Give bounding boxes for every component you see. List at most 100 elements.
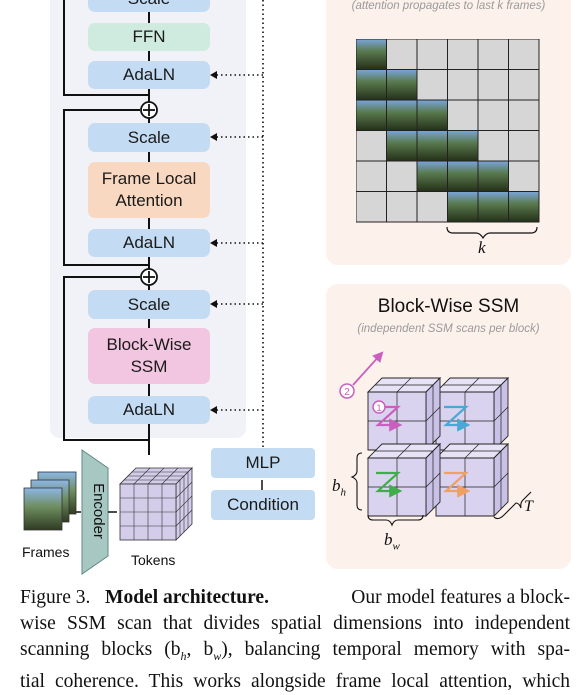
mlp-block: MLP	[211, 448, 315, 478]
scale-label: Scale	[128, 0, 171, 10]
mlp-label: MLP	[245, 453, 281, 472]
t-brace	[493, 491, 532, 520]
attention-cell-active	[386, 69, 418, 101]
attention-cell-active	[447, 160, 479, 192]
scale-block-top: Scale	[88, 0, 210, 12]
attention-cell-active	[356, 39, 387, 70]
attention-cell-active	[356, 99, 387, 131]
attention-cell-active	[447, 130, 479, 162]
caption-line-2: wise SSM scan that divides spatial dimen…	[20, 613, 570, 634]
caption-line-4: tial coherence. This works alongside fra…	[20, 670, 570, 692]
attention-cell-active	[356, 69, 387, 101]
ffn-label: FFN	[132, 27, 166, 46]
bh-brace	[350, 452, 363, 511]
attention-cell-masked	[447, 69, 479, 101]
residual-path-2	[63, 109, 149, 266]
ffn-block: FFN	[88, 23, 210, 51]
attention-cell-masked	[386, 191, 418, 223]
attention-cell-masked	[356, 160, 387, 192]
attention-cell-masked	[386, 160, 418, 192]
block-wise-ssm-block: Block-Wise SSM	[88, 328, 210, 384]
attention-cell-active	[477, 191, 509, 223]
attention-cell-masked	[477, 69, 509, 101]
bw-label: bw	[384, 530, 400, 552]
ssm-block-top-left	[366, 376, 442, 452]
scan-arrow-3	[375, 471, 403, 498]
caption-line3-end: ), balancing temporal memory with spa-	[221, 639, 570, 660]
adaln-label: AdaLN	[123, 233, 175, 252]
tokens-cube-image	[119, 467, 193, 541]
attention-cell-masked	[356, 130, 387, 162]
bw-label-sub: w	[392, 540, 400, 553]
attention-cell-masked	[508, 39, 540, 70]
connections-layer	[63, 0, 264, 575]
ssm-blocks-diagram: 1 2	[339, 351, 532, 527]
marker-2	[339, 383, 355, 399]
attention-cell-masked	[416, 191, 448, 223]
frames-label: Frames	[22, 544, 70, 560]
attention-subtitle: (attention propagates to last k frames)	[351, 0, 546, 12]
caption-figure-label: Figure 3.	[20, 587, 91, 608]
caption-bold-title: Model architecture.	[105, 587, 269, 608]
caption-line1-rest: Our model features a block-	[351, 587, 570, 608]
encoder-shape	[81, 449, 109, 575]
ssm-panel-title: Block-Wise SSM	[377, 296, 520, 317]
figure-caption: Figure 3. Model architecture. Our model …	[20, 585, 570, 695]
attention-cell-masked	[477, 39, 509, 70]
adaln-block-1: AdaLN	[88, 61, 210, 89]
caption-line3-mid: , b	[186, 639, 214, 660]
attention-cell-masked	[508, 130, 540, 162]
attention-cell-masked	[356, 191, 387, 223]
attention-cell-masked	[477, 130, 509, 162]
adaln-block-3: AdaLN	[88, 396, 210, 424]
attention-cell-active	[416, 160, 448, 192]
bh-label-sub: h	[340, 486, 347, 499]
scale-label: Scale	[127, 127, 171, 147]
ssm-block-top-right	[434, 376, 510, 452]
frame-local-attention-block: Frame Local Attention	[88, 162, 210, 218]
attention-cell-active	[416, 99, 448, 131]
condition-label: Condition	[227, 495, 299, 514]
scan-arrow-4	[443, 471, 471, 498]
caption-line-3: scanning blocks (bh, bw), balancing temp…	[20, 637, 570, 669]
attention-cell-masked	[447, 99, 479, 131]
scan-arrow-1	[375, 405, 403, 432]
adaln-label: AdaLN	[123, 65, 175, 84]
marker-1	[372, 400, 386, 414]
bw-label-b: b	[384, 530, 393, 549]
attention-cell-masked	[447, 39, 479, 70]
attention-cell-active	[477, 160, 509, 192]
frame-local-attention-label-line1: Frame Local	[101, 169, 197, 188]
add-node-2	[140, 101, 158, 119]
attention-cell-masked	[508, 160, 540, 192]
attention-cell-masked	[386, 39, 418, 70]
marker-1-text: 1	[376, 403, 381, 413]
scale-block-2: Scale	[88, 123, 210, 152]
attention-cell-active	[447, 191, 479, 223]
frames-stack-image	[23, 471, 77, 531]
scale-block-3: Scale	[88, 290, 210, 319]
attention-cell-masked	[508, 69, 540, 101]
bh-label: bh	[332, 476, 346, 498]
ssm-block-bottom-right	[434, 442, 510, 518]
bw-brace	[367, 514, 424, 527]
caption-line3-h: h	[180, 648, 187, 663]
residual-path-1	[63, 276, 149, 441]
bh-label-b: b	[332, 476, 341, 495]
caption-line3-w: w	[213, 648, 222, 663]
residual-path-3	[63, 0, 149, 96]
attention-cell-active	[386, 130, 418, 162]
block-wise-ssm-label-line2: SSM	[130, 357, 168, 376]
k-label: k	[478, 238, 486, 257]
attention-cell-active	[416, 130, 448, 162]
attention-cell-active	[386, 99, 418, 131]
t-label: T	[524, 498, 533, 515]
caption-line3-a: scanning blocks (b	[20, 639, 181, 660]
ssm-block-bottom-left	[366, 442, 442, 518]
attention-cell-active	[508, 191, 540, 223]
ssm-panel-subtitle: (independent SSM scans per block)	[357, 323, 540, 335]
condition-block: Condition	[211, 490, 315, 520]
tokens-label: Tokens	[131, 552, 176, 568]
encoder-label: Encoder	[90, 483, 107, 539]
caption-line-1: Figure 3. Model architecture. Our model …	[20, 585, 570, 611]
